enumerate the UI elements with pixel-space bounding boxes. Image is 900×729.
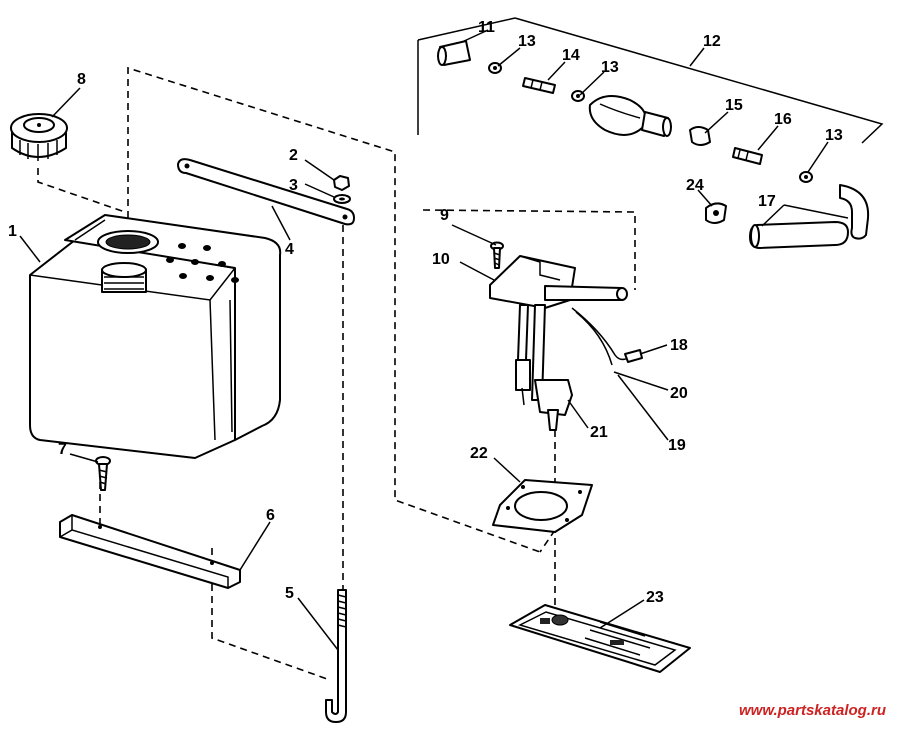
callout-9: 9: [440, 207, 449, 224]
j-bolt: [325, 589, 347, 723]
callout-labels: 1 2 3 4 5 6 7 8 9 10 11 12 13 13 14 13 1…: [8, 19, 843, 606]
sender-screw: [490, 241, 504, 269]
callout-13c: 13: [825, 127, 843, 144]
fuel-line-parts: [417, 17, 884, 249]
callout-3: 3: [289, 177, 298, 194]
fuel-tank: [29, 214, 282, 459]
callout-20: 20: [670, 385, 688, 402]
callout-12: 12: [703, 33, 721, 50]
callout-19: 19: [668, 437, 686, 454]
callout-14: 14: [562, 47, 580, 64]
fuel-cap: [10, 113, 68, 161]
callout-24: 24: [686, 177, 704, 194]
callout-4: 4: [285, 241, 294, 258]
callout-21: 21: [590, 424, 608, 441]
callout-22: 22: [470, 445, 488, 462]
callout-1: 1: [8, 223, 17, 240]
leader-lines: [19, 29, 849, 651]
hold-down-strap: [177, 158, 355, 226]
callout-13a: 13: [518, 33, 536, 50]
fuel-pickup-assembly: [489, 255, 628, 431]
callout-7: 7: [58, 441, 67, 458]
callout-6: 6: [266, 507, 275, 524]
sender-wires: [571, 307, 643, 366]
sender-plate: [509, 604, 691, 673]
watermark-text: www.partskatalog.ru: [739, 702, 886, 719]
gasket: [492, 479, 593, 533]
callout-11: 11: [478, 19, 495, 36]
callout-23: 23: [646, 589, 664, 606]
callout-15: 15: [725, 97, 743, 114]
bracket-screw: [95, 456, 111, 491]
mounting-bracket: [59, 514, 241, 589]
callout-10: 10: [432, 251, 450, 268]
callout-2: 2: [289, 147, 298, 164]
callout-17: 17: [758, 193, 776, 210]
callout-13b: 13: [601, 59, 619, 76]
nut-and-washer: [333, 175, 351, 204]
callout-16: 16: [774, 111, 792, 128]
callout-18: 18: [670, 337, 688, 354]
callout-5: 5: [285, 585, 294, 602]
callout-8: 8: [77, 71, 86, 88]
